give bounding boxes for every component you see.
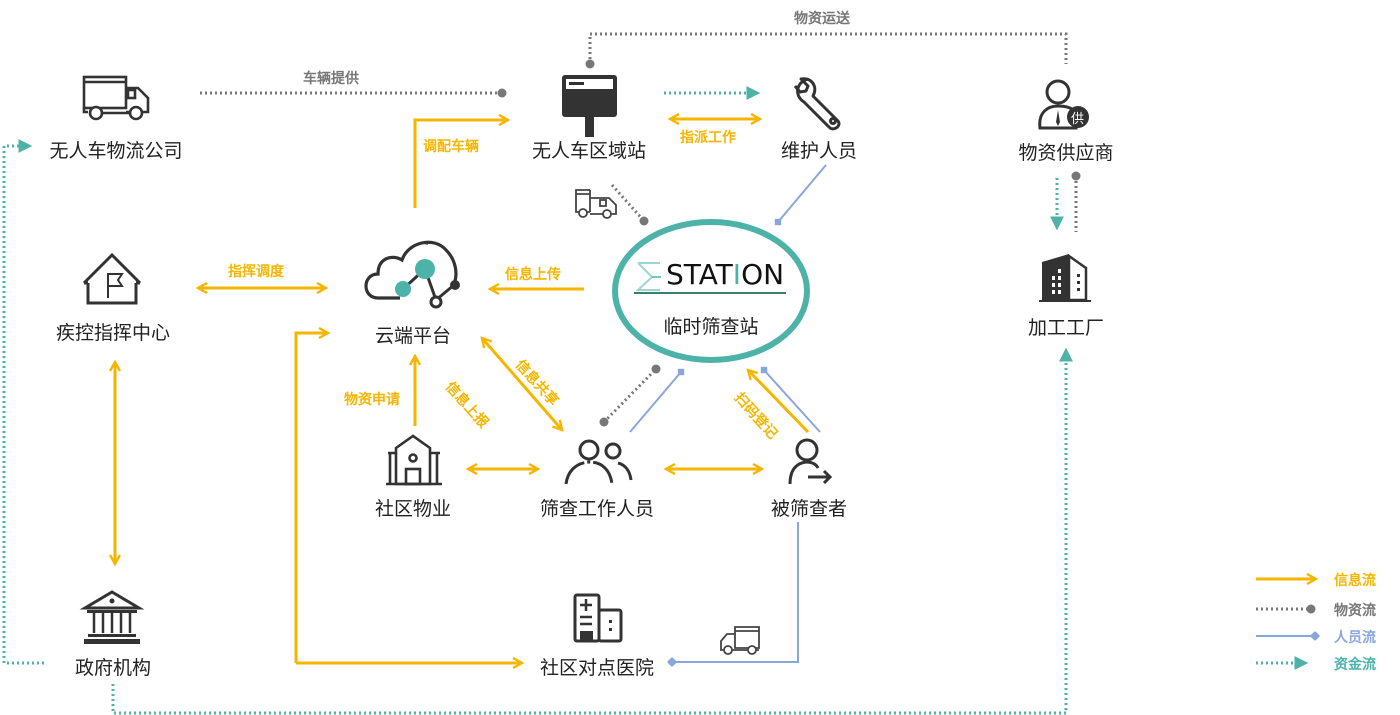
- flow-label-assign-work: 指派工作: [680, 130, 736, 146]
- info-share-arrow: [482, 338, 562, 430]
- node-regional-station[interactable]: 无人车区域站: [531, 140, 647, 162]
- node-cloud-platform[interactable]: 云端平台: [374, 325, 452, 347]
- cloud-network-icon: [364, 240, 460, 309]
- node-hospital[interactable]: 社区对点医院: [539, 657, 655, 679]
- flow-label-material-delivery: 物资运送: [794, 11, 850, 27]
- people-flow-lines: [629, 164, 827, 662]
- legend-label-info: 信息流: [1334, 573, 1376, 589]
- supplier-badge: [1067, 106, 1089, 128]
- building-icon: [1039, 253, 1091, 302]
- material-delivery-line: [585, 32, 1068, 69]
- legend-label-fund: 资金流: [1334, 657, 1376, 673]
- legend-item-people: 人员流: [1254, 627, 1400, 647]
- station-logo-sigma-icon: [634, 262, 786, 294]
- signpost-terminal-icon: [562, 75, 617, 137]
- wrench-icon: [793, 77, 841, 131]
- legend-label-people: 人员流: [1334, 630, 1376, 646]
- node-factory[interactable]: 加工工厂: [1027, 317, 1105, 339]
- hospital-to-cloud-arrow: [294, 333, 328, 663]
- flow-label-material-request: 物资申请: [344, 392, 400, 408]
- truck-icon: [82, 75, 150, 121]
- node-government[interactable]: 政府机构: [74, 657, 152, 679]
- flow-label-vehicle-supply: 车辆提供: [303, 71, 359, 87]
- workers-to-station-people-line: [629, 368, 685, 433]
- workers-station-material-line: [599, 364, 661, 427]
- screened-to-hospital-line: [672, 522, 799, 662]
- gov-to-logistics-fund-line: [2, 139, 44, 665]
- supplier-badge-text: 供: [1071, 112, 1085, 127]
- region-station-to-station-line: [610, 184, 649, 226]
- small-truck-icon-bottom: [720, 626, 760, 655]
- node-maintenance[interactable]: 维护人员: [780, 140, 858, 162]
- person-exit-icon: [788, 438, 833, 485]
- legend-marks: [1256, 579, 1316, 670]
- fund-flow-lines: [2, 86, 1073, 715]
- station-logo-text: STATION: [666, 258, 785, 291]
- dispatch-vehicle-arrow: [413, 120, 508, 208]
- screening-station-ring: [612, 219, 810, 363]
- legend-item-material: 物资流: [1254, 600, 1400, 620]
- legend-item-info: 信息流: [1254, 570, 1400, 590]
- flow-label-dispatch-vehicle: 调配车辆: [423, 139, 479, 155]
- community-building-icon: [386, 434, 442, 486]
- node-logistics-company[interactable]: 无人车物流公司: [49, 140, 183, 162]
- node-screened[interactable]: 被筛查者: [770, 498, 848, 520]
- station-logo: STATION: [632, 258, 788, 298]
- small-truck-icon-top: [575, 189, 617, 219]
- legend-label-material: 物资流: [1334, 603, 1376, 619]
- flow-label-info-upload: 信息上传: [505, 267, 561, 283]
- node-screening-station[interactable]: 临时筛查站: [663, 316, 759, 338]
- node-supplier[interactable]: 物资供应商: [1018, 142, 1114, 164]
- supplier-person-icon: [1038, 79, 1089, 130]
- material-flow-lines: [200, 32, 1081, 427]
- maintenance-to-station-line: [774, 164, 827, 226]
- house-flag-icon: [82, 252, 142, 305]
- scan-register-arrow: [748, 370, 810, 434]
- hospital-icon: [573, 593, 623, 643]
- node-cdc-center[interactable]: 疾控指挥中心: [55, 322, 171, 344]
- flow-label-command-dispatch: 指挥调度: [228, 264, 284, 280]
- info-flow-lines: [115, 119, 810, 663]
- node-workers[interactable]: 筛查工作人员: [539, 498, 655, 520]
- people-icon: [564, 439, 633, 485]
- gov-to-factory-fund-line: [111, 347, 1073, 715]
- station-logo-accent-letter: I: [732, 258, 742, 291]
- node-property[interactable]: 社区物业: [374, 498, 452, 520]
- legend-item-fund: 资金流: [1254, 654, 1400, 674]
- government-icon: [79, 590, 145, 644]
- screened-to-station-people-line: [760, 366, 821, 433]
